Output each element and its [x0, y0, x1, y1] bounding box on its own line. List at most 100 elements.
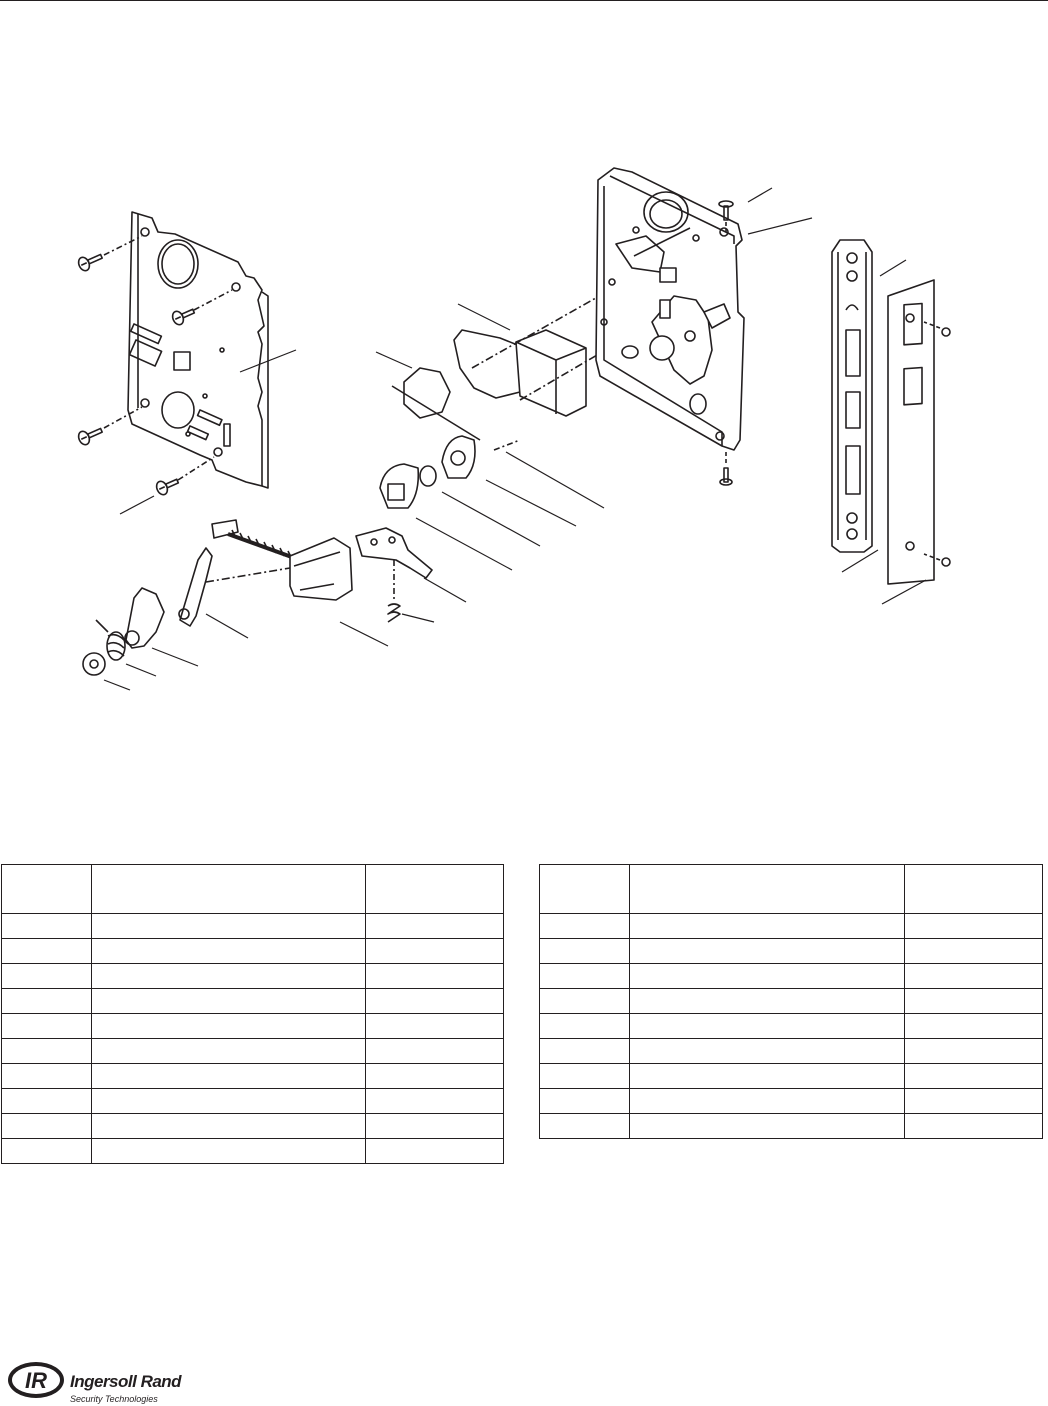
header-cell [1, 864, 92, 914]
table-cell [91, 963, 366, 989]
table-row [539, 963, 1043, 989]
brand-name: Ingersoll Rand [70, 1372, 182, 1391]
latch-block [391, 289, 641, 441]
lever-assembly [82, 519, 353, 676]
table-row [539, 1013, 1043, 1039]
table-cell [539, 1088, 630, 1114]
table-cell [365, 913, 504, 939]
table-cell [365, 988, 504, 1014]
table-cell [365, 1138, 504, 1164]
table-row [539, 988, 1043, 1014]
table-row [1, 1138, 504, 1164]
table-cell [365, 1088, 504, 1114]
table-row [1, 1063, 504, 1089]
table-cell [629, 1013, 905, 1039]
cover-screws [77, 235, 233, 496]
table-cell [365, 963, 504, 989]
lock-case [595, 167, 745, 451]
table-row [539, 938, 1043, 964]
table-cell [629, 1088, 905, 1114]
table-cell [904, 1088, 1043, 1114]
header-cell [629, 864, 905, 914]
table-cell [91, 1088, 366, 1114]
table-row [1, 1113, 504, 1139]
table-cell [629, 988, 905, 1014]
parts-table-right [539, 864, 1043, 1139]
header-cell [539, 864, 630, 914]
table-cell [91, 1013, 366, 1039]
table-cell [904, 988, 1043, 1014]
table-cell [1, 988, 92, 1014]
table-cell [904, 963, 1043, 989]
table-row [1, 913, 504, 939]
table-cell [91, 938, 366, 964]
faceplate [887, 279, 951, 585]
table-cell [904, 1113, 1043, 1139]
table-header-row [1, 864, 504, 914]
table-row [539, 1088, 1043, 1114]
table-cell [1, 1088, 92, 1114]
header-cell [365, 864, 504, 914]
table-cell [91, 1038, 366, 1064]
table-cell [1, 1138, 92, 1164]
table-row [539, 913, 1043, 939]
table-cell [1, 913, 92, 939]
table-row [539, 1063, 1043, 1089]
brand-tagline: Security Technologies [70, 1394, 158, 1404]
table-cell [904, 1013, 1043, 1039]
table-cell [365, 1013, 504, 1039]
table-cell [1, 1013, 92, 1039]
callout-leaders [103, 187, 927, 691]
table-row [1, 1038, 504, 1064]
table-row [1, 938, 504, 964]
table-cell [1, 1113, 92, 1139]
table-cell [539, 1063, 630, 1089]
table-cell [539, 938, 630, 964]
table-cell [91, 913, 366, 939]
ir-logo-icon: IR [8, 1362, 64, 1398]
table-cell [904, 913, 1043, 939]
exploded-parts-diagram [0, 150, 1048, 710]
table-cell [539, 1113, 630, 1139]
table-cell [365, 1038, 504, 1064]
table-row [1, 988, 504, 1014]
header-cell [904, 864, 1043, 914]
table-cell [91, 988, 366, 1014]
table-cell [904, 938, 1043, 964]
table-cell [539, 913, 630, 939]
table-row [1, 963, 504, 989]
parts-table-left [1, 864, 504, 1164]
table-cell [629, 1113, 905, 1139]
cover-plate [127, 211, 269, 489]
armored-front [831, 239, 873, 553]
hub-parts [355, 435, 521, 623]
table-row [539, 1038, 1043, 1064]
table-cell [629, 963, 905, 989]
table-cell [1, 1063, 92, 1089]
table-cell [1, 938, 92, 964]
table-cell [365, 1113, 504, 1139]
table-cell [365, 938, 504, 964]
table-cell [539, 988, 630, 1014]
table-cell [904, 1063, 1043, 1089]
table-cell [1, 1038, 92, 1064]
table-cell [539, 1013, 630, 1039]
table-row [1, 1088, 504, 1114]
case-screws [718, 200, 734, 486]
table-cell [629, 938, 905, 964]
table-header-row [539, 864, 1043, 914]
top-rule [0, 0, 1048, 1]
table-cell [629, 913, 905, 939]
svg-text:IR: IR [25, 1368, 47, 1393]
table-row [539, 1113, 1043, 1139]
table-cell [1, 963, 92, 989]
table-cell [904, 1038, 1043, 1064]
table-cell [539, 963, 630, 989]
header-cell [91, 864, 366, 914]
table-cell [91, 1063, 366, 1089]
table-row [1, 1013, 504, 1039]
table-cell [629, 1038, 905, 1064]
table-cell [91, 1113, 366, 1139]
table-cell [629, 1063, 905, 1089]
table-cell [365, 1063, 504, 1089]
